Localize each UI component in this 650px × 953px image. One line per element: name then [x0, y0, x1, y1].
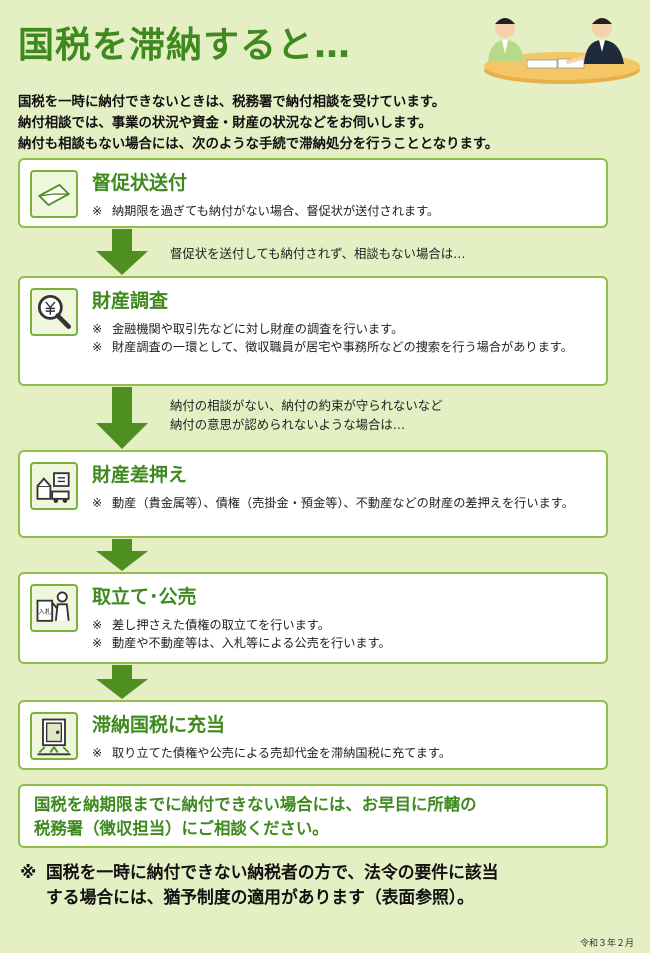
envelope-icon: [30, 170, 78, 218]
step-note: ※ 納期限を過ぎても納付がない場合、督促状が送付されます。: [92, 202, 597, 220]
connector-line: 納付の相談がない、納付の約束が守られないなど: [170, 398, 443, 413]
note-text: 動産（貴金属等）、債権（売掛金・預金等）、不動産などの財産の差押えを行います。: [112, 496, 574, 510]
down-arrow-icon: [96, 539, 148, 571]
note-mark: ※: [92, 204, 103, 218]
step-note: ※ 取り立てた債権や公売による売却代金を滞納国税に充てます。: [92, 744, 597, 762]
note-text: 差し押さえた債権の取立てを行います。: [112, 618, 330, 632]
step-notes: ※ 納期限を過ぎても納付がない場合、督促状が送付されます。: [92, 202, 597, 220]
step-note: ※ 金融機関や取引先などに対し財産の調査を行います。: [92, 320, 597, 338]
note-mark: ※: [92, 636, 103, 650]
connector-line: 督促状を送付しても納付されず、相談もない場合は…: [170, 246, 466, 261]
connector-text: 督促状を送付しても納付されず、相談もない場合は…: [170, 244, 466, 263]
connector-text: 納付の相談がない、納付の約束が守られないなど 納付の意思が認められないような場合…: [170, 396, 443, 434]
note-mark: ※: [92, 340, 103, 354]
note-mark: ※: [92, 746, 103, 760]
down-arrow-icon: [96, 229, 148, 275]
step-note: ※ 動産（貴金属等）、債権（売掛金・預金等）、不動産などの財産の差押えを行います…: [92, 494, 597, 512]
note-text: 金融機関や取引先などに対し財産の調査を行います。: [112, 322, 404, 336]
seizure-icon: [30, 462, 78, 510]
step-note: ※ 差し押さえた債権の取立てを行います。: [92, 616, 597, 634]
note-mark: ※: [92, 618, 103, 632]
ballot-label: 入札: [38, 607, 51, 616]
publication-date: 令和３年２月: [579, 939, 634, 949]
note-text: 動産や不動産等は、入札等による公売を行います。: [112, 636, 391, 650]
down-arrow-icon: [96, 665, 148, 699]
intro-paragraph: 国税を一時に納付できないときは、税務署で納付相談を受けています。 納付相談では、…: [18, 92, 638, 155]
deferral-lines: 国税を一時に納付できない納税者の方で、法令の要件に該当 する場合には、猶予制度の…: [46, 860, 620, 910]
step-note: ※ 動産や不動産等は、入札等による公売を行います。: [92, 634, 597, 652]
magnifier-yen-icon: [30, 288, 78, 336]
step-notes: ※ 取り立てた債権や公売による売却代金を滞納国税に充てます。: [92, 744, 597, 762]
advice-line: 国税を納期限までに納付できない場合には、お早目に所轄の: [34, 795, 477, 814]
step-title: 取立て･公売: [92, 586, 197, 608]
note-text: 取り立てた債権や公売による売却代金を滞納国税に充てます。: [112, 746, 452, 760]
intro-line: 納付も相談もない場合には、次のような手続で滞納処分を行うこととなります。: [18, 137, 499, 152]
step-property-investigation: 財産調査 ※ 金融機関や取引先などに対し財産の調査を行います。 ※ 財産調査の一…: [18, 276, 608, 386]
safe-icon: [30, 712, 78, 760]
note-text: 財産調査の一環として、徴収職員が居宅や事務所などの捜索を行う場合があります。: [112, 340, 573, 354]
step-collection-auction: 入札 取立て･公売 ※ 差し押さえた債権の取立てを行います。 ※ 動産や不動産等…: [18, 572, 608, 664]
note-text: 納期限を過ぎても納付がない場合、督促状が送付されます。: [112, 204, 440, 218]
step-title: 滞納国税に充当: [92, 714, 226, 736]
intro-line: 国税を一時に納付できないときは、税務署で納付相談を受けています。: [18, 95, 446, 110]
deferral-line: 国税を一時に納付できない納税者の方で、法令の要件に該当: [46, 862, 499, 882]
step-title: 財産差押え: [92, 464, 188, 486]
deferral-note: ※ 国税を一時に納付できない納税者の方で、法令の要件に該当 する場合には、猶予制…: [20, 860, 620, 910]
intro-line: 納付相談では、事業の状況や資金・財産の状況などをお伺いします。: [18, 116, 432, 131]
step-title: 督促状送付: [92, 172, 188, 194]
consultation-illustration: [472, 4, 642, 88]
auction-ballot-icon: 入札: [30, 584, 78, 632]
step-title: 財産調査: [92, 290, 169, 312]
note-mark: ※: [92, 496, 103, 510]
step-notes: ※ 金融機関や取引先などに対し財産の調査を行います。 ※ 財産調査の一環として、…: [92, 320, 597, 356]
note-mark: ※: [92, 322, 103, 336]
step-demand-letter: 督促状送付 ※ 納期限を過ぎても納付がない場合、督促状が送付されます。: [18, 158, 608, 228]
consultation-advice-box: 国税を納期限までに納付できない場合には、お早目に所轄の 税務署（徴収担当）にご相…: [18, 784, 608, 848]
deferral-line: する場合には、猶予制度の適用があります（表面参照）。: [46, 887, 474, 907]
step-note: ※ 財産調査の一環として、徴収職員が居宅や事務所などの捜索を行う場合があります。: [92, 338, 597, 356]
consultation-illustration-graphic: [484, 18, 640, 84]
advice-line: 税務署（徴収担当）にご相談ください。: [34, 819, 329, 838]
down-arrow-icon: [96, 387, 148, 449]
connector-line: 納付の意思が認められないような場合は…: [170, 417, 406, 432]
step-allocation: 滞納国税に充当 ※ 取り立てた債権や公売による売却代金を滞納国税に充てます。: [18, 700, 608, 770]
note-mark: ※: [20, 862, 37, 882]
step-notes: ※ 差し押さえた債権の取立てを行います。 ※ 動産や不動産等は、入札等による公売…: [92, 616, 597, 652]
step-seizure: 財産差押え ※ 動産（貴金属等）、債権（売掛金・預金等）、不動産などの財産の差押…: [18, 450, 608, 538]
page-title: 国税を滞納すると…: [18, 25, 352, 66]
step-notes: ※ 動産（貴金属等）、債権（売掛金・預金等）、不動産などの財産の差押えを行います…: [92, 494, 597, 512]
